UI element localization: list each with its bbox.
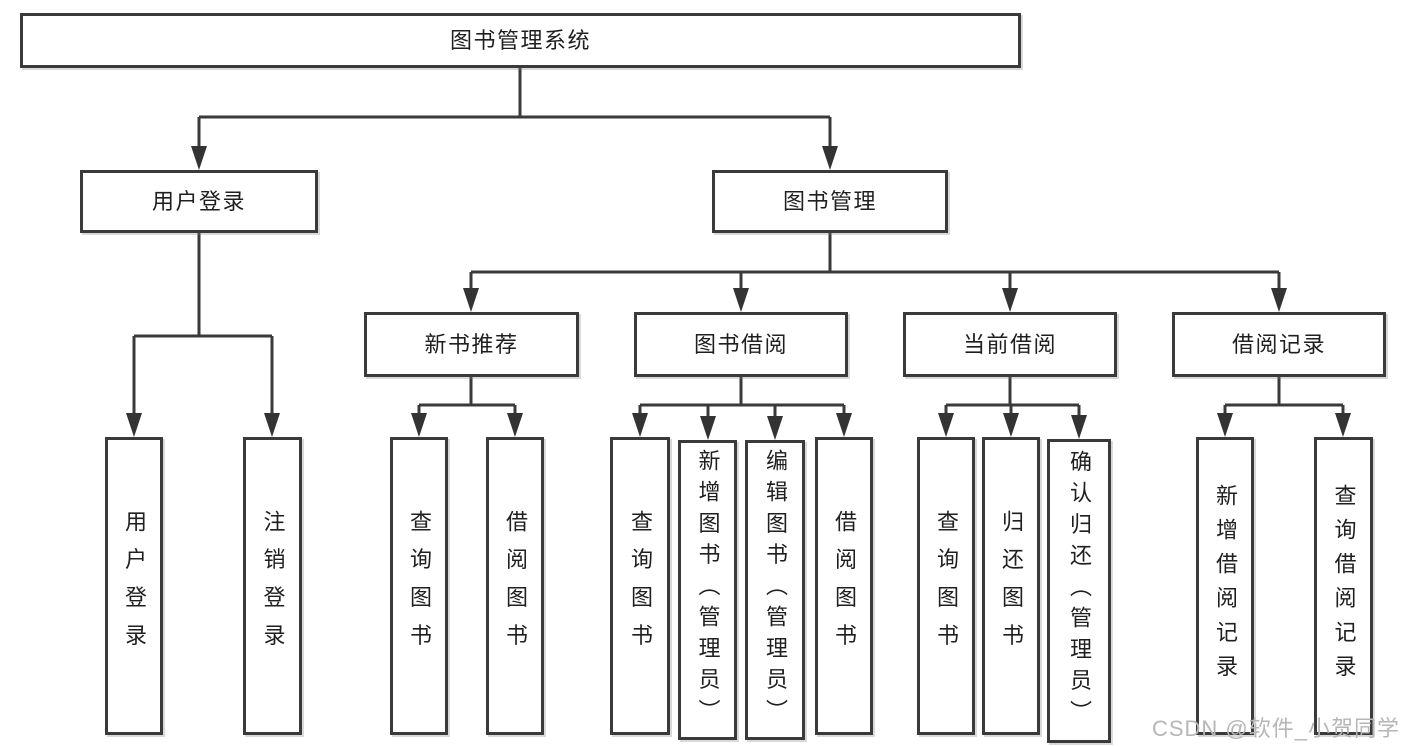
leaf-query-books-current: 查询图书 [917, 437, 975, 735]
arrow-down-icon [767, 416, 783, 440]
node-label: 图书管理系统 [449, 27, 591, 53]
csdn-watermark: CSDN @软件_小贺同学 [1151, 716, 1400, 741]
arrow-down-icon [733, 288, 749, 312]
leaf-label: 查询借阅记录 [1331, 483, 1357, 689]
connector-mgmt-to-level3 [469, 233, 1281, 296]
leaf-confirm-return-admin: 确认归还（管理员） [1047, 439, 1111, 743]
leaf-edit-book-admin: 编辑图书（管理员） [745, 440, 805, 740]
node-new-book-recommend: 新书推荐 [364, 312, 579, 377]
leaf-label: 查询图书 [934, 510, 959, 662]
arrow-down-icon [463, 288, 479, 312]
leaf-query-books-borrow: 查询图书 [610, 437, 670, 735]
leaf-query-borrow-record: 查询借阅记录 [1314, 437, 1373, 735]
node-label: 借阅记录 [1231, 331, 1326, 357]
leaf-label: 归还图书 [999, 510, 1024, 662]
node-label: 图书借阅 [693, 331, 788, 357]
leaf-label: 新增图书（管理员） [695, 449, 721, 731]
leaf-user-login: 用户登录 [105, 437, 163, 735]
connector-records-to-leaves [1223, 377, 1345, 417]
arrow-down-icon [411, 413, 427, 437]
node-label: 新书推荐 [424, 331, 519, 357]
leaf-logout: 注销登录 [243, 437, 302, 735]
leaf-label: 新增借阅记录 [1213, 483, 1238, 689]
arrow-down-icon [836, 413, 852, 437]
leaf-label: 借阅图书 [832, 510, 857, 662]
node-library-management-system: 图书管理系统 [20, 13, 1021, 68]
arrow-down-icon [700, 416, 716, 440]
leaf-borrow-books: 借阅图书 [815, 437, 873, 735]
connector-current-to-leaves [944, 377, 1081, 419]
leaf-label: 借阅图书 [503, 510, 528, 662]
arrow-down-icon [1071, 415, 1087, 439]
connector-recommend-to-leaves [417, 377, 517, 417]
arrow-down-icon [507, 413, 523, 437]
node-book-borrowing: 图书借阅 [634, 312, 848, 377]
arrow-down-icon [822, 146, 838, 170]
leaf-label: 查询图书 [628, 510, 653, 662]
leaf-label: 注销登录 [260, 510, 286, 662]
arrow-down-icon [1335, 413, 1351, 437]
connector-login-to-leaves [132, 233, 274, 417]
arrow-down-icon [938, 413, 954, 437]
leaf-label: 编辑图书（管理员） [763, 449, 788, 731]
node-label: 用户登录 [151, 188, 246, 214]
arrow-down-icon [264, 413, 280, 437]
leaf-borrow-books-recommend: 借阅图书 [486, 437, 544, 735]
arrow-down-icon [191, 146, 207, 170]
leaf-label: 确认归还（管理员） [1067, 450, 1092, 732]
leaf-label: 查询图书 [407, 510, 432, 662]
arrow-down-icon [1217, 413, 1233, 437]
node-borrowing-records: 借阅记录 [1172, 312, 1386, 377]
arrow-down-icon [126, 413, 142, 437]
arrow-down-icon [632, 413, 648, 437]
arrow-down-icon [1002, 288, 1018, 312]
node-user-login: 用户登录 [80, 170, 318, 233]
node-book-management: 图书管理 [712, 170, 948, 233]
leaf-return-book: 归还图书 [982, 437, 1040, 735]
arrowheads [126, 146, 1351, 440]
arrow-down-icon [1003, 413, 1019, 437]
leaf-query-books-recommend: 查询图书 [390, 437, 448, 735]
node-label: 当前借阅 [962, 331, 1057, 357]
leaf-label: 用户登录 [122, 510, 147, 662]
leaf-add-book-admin: 新增图书（管理员） [678, 440, 737, 740]
node-current-borrowing: 当前借阅 [903, 312, 1117, 377]
arrow-down-icon [1271, 288, 1287, 312]
node-label: 图书管理 [782, 188, 877, 214]
leaf-add-borrow-record: 新增借阅记录 [1196, 437, 1254, 735]
connector-root-to-level2 [197, 68, 832, 150]
connector-borrow-to-leaves [638, 377, 846, 420]
